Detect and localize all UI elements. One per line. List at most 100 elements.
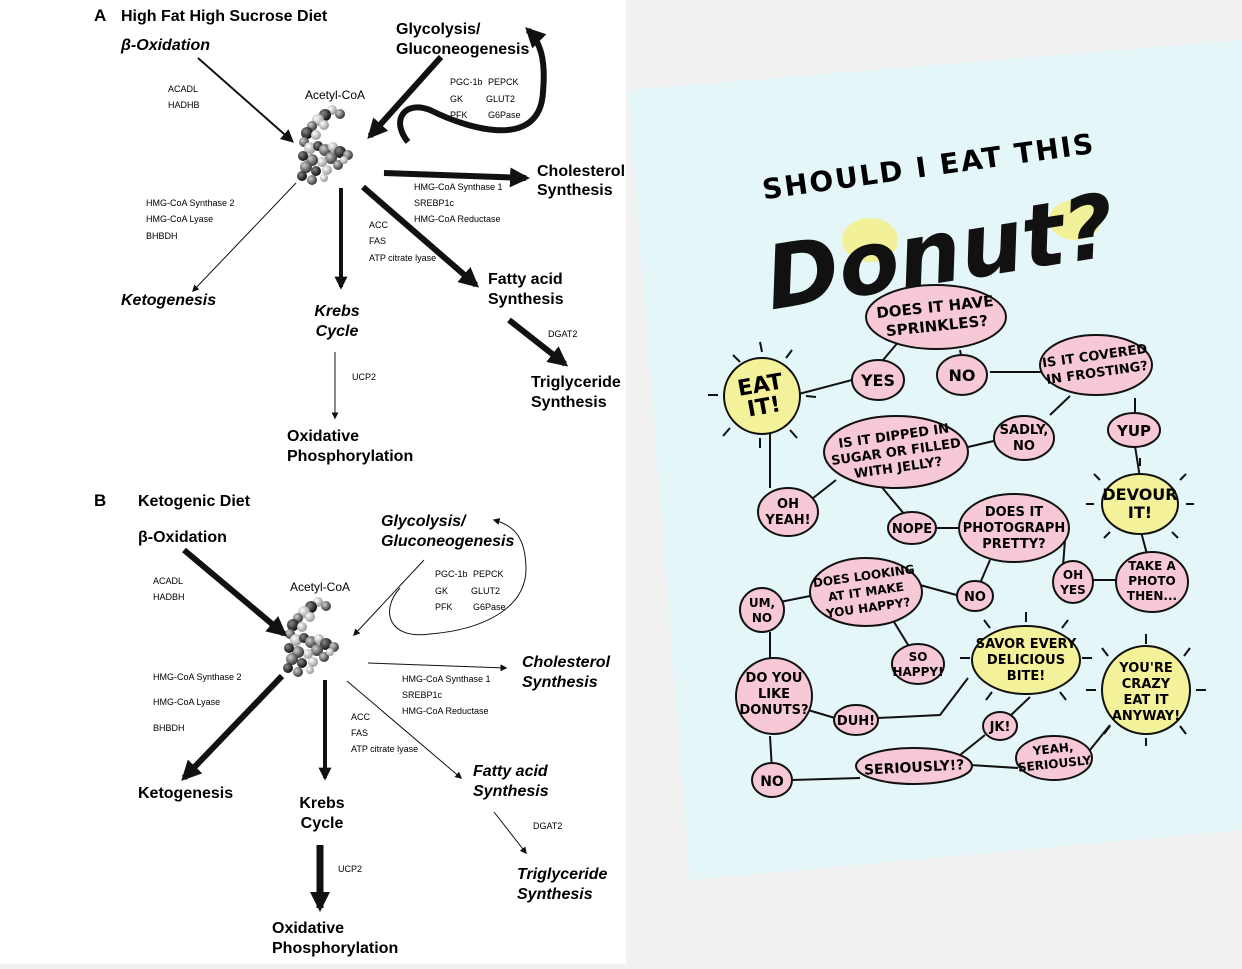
node-sprinkles xyxy=(865,284,1007,350)
flowchart-pink-nodes: DOES IT HAVE SPRINKLES? YES NO IS IT COV… xyxy=(735,284,1189,798)
node-savor-text: SAVOR EVERY xyxy=(976,637,1077,652)
node-crazy-text: CRAZY xyxy=(1122,677,1171,692)
node-take-photo xyxy=(1115,551,1189,613)
a-ucp2-gene: UCP2 xyxy=(352,372,376,382)
b-oxphos-label: Phosphorylation xyxy=(272,940,398,957)
node-yes xyxy=(851,359,905,401)
a-arrow-triglyceride xyxy=(507,317,569,367)
node-seriously-q xyxy=(855,747,973,785)
node-yup xyxy=(1107,412,1161,448)
b-beta-gene: HADBH xyxy=(153,592,185,602)
node-no-mid xyxy=(956,580,994,612)
panel-a-letter: A xyxy=(94,6,106,25)
b-acetyl-coa-label: Acetyl-CoA xyxy=(290,580,350,594)
b-triglyceride-label: Synthesis xyxy=(517,886,593,903)
a-cholesterol-label: Cholesterol xyxy=(537,163,625,180)
node-no-top-text: NO xyxy=(949,366,976,385)
b-krebs-label: Krebs xyxy=(299,795,344,812)
a-glyco-gene: PGC-1b xyxy=(450,77,483,87)
a-triglyceride-label: Triglyceride xyxy=(531,374,621,391)
node-crazy-text: YOU'RE xyxy=(1118,661,1172,676)
node-looking xyxy=(809,557,923,627)
a-glycolysis-label: Glycolysis/ xyxy=(396,21,481,38)
node-jk xyxy=(982,711,1018,741)
node-photograph-text: PHOTOGRAPH xyxy=(963,521,1066,536)
node-oh-yes-text: OH xyxy=(1063,568,1083,582)
node-nope-text: NOPE xyxy=(892,522,932,537)
panel-b-title: Ketogenic Diet xyxy=(138,493,251,510)
b-fa-gene: ATP citrate lyase xyxy=(351,744,418,754)
b-keto-gene: HMG-CoA Lyase xyxy=(153,697,220,707)
node-like-donuts-text: DO YOU xyxy=(746,671,803,686)
a-oxphos-label: Phosphorylation xyxy=(287,448,413,465)
node-devour-text: IT! xyxy=(1128,503,1152,522)
eat-it-rays xyxy=(708,341,817,448)
b-cholesterol-label: Synthesis xyxy=(522,674,598,691)
node-crazy xyxy=(1101,645,1191,735)
node-so-happy-text: SO xyxy=(909,650,928,664)
b-glycolysis-label: Glycolysis/ xyxy=(381,513,467,530)
a-arrow-beta-oxidation xyxy=(197,57,294,143)
node-um-no-text: NO xyxy=(752,611,772,625)
b-arrow-glycolysis xyxy=(353,559,425,637)
b-fa-gene: FAS xyxy=(351,728,368,738)
node-no-mid-text: NO xyxy=(964,590,986,605)
node-photograph-text: PRETTY? xyxy=(982,537,1045,552)
b-arrow-fatty-acid xyxy=(346,680,463,779)
node-oh-yes-text: YES xyxy=(1059,583,1086,597)
node-oh-yeah-text: OH xyxy=(777,497,799,512)
a-glyco-gene: GK xyxy=(450,94,463,104)
node-oh-yeah-text: YEAH! xyxy=(764,513,810,528)
a-fa-gene: FAS xyxy=(369,236,386,246)
node-crazy-text: EAT IT xyxy=(1123,693,1168,708)
b-glyco-gene: GLUT2 xyxy=(471,586,500,596)
a-chol-gene: SREBP1c xyxy=(414,198,455,208)
title-highlight xyxy=(1049,200,1101,240)
a-glyco-gene: PFK xyxy=(450,110,468,120)
devour-rays xyxy=(1086,458,1194,539)
node-take-photo-text: THEN... xyxy=(1127,589,1177,603)
b-fa-gene: ACC xyxy=(351,712,371,722)
node-eat-it-text: IT! xyxy=(745,392,782,422)
b-glyco-gene: PEPCK xyxy=(473,569,504,579)
node-jk-text: JK! xyxy=(989,720,1011,735)
a-krebs-label: Krebs xyxy=(314,303,359,320)
node-photograph xyxy=(958,493,1070,563)
node-yeah-seriously xyxy=(1015,735,1093,781)
a-keto-gene: HMG-CoA Lyase xyxy=(146,214,213,224)
b-glycolysis-label: Gluconeogenesis xyxy=(381,533,514,550)
b-chol-gene: HMG-CoA Synthase 1 xyxy=(402,674,491,684)
b-triglyceride-label: Triglyceride xyxy=(517,866,608,883)
a-dgat2-gene: DGAT2 xyxy=(548,329,577,339)
b-arrow-gluconeogenesis-loop xyxy=(389,518,527,636)
a-ketogenesis-label: Ketogenesis xyxy=(121,292,216,309)
b-arrow-triglyceride xyxy=(493,811,527,855)
node-devour xyxy=(1101,473,1179,535)
b-krebs-label: Cycle xyxy=(301,815,344,832)
b-glyco-gene: GK xyxy=(435,586,448,596)
a-cholesterol-label: Synthesis xyxy=(537,182,613,199)
b-arrow-beta-oxidation xyxy=(182,547,288,637)
a-acetyl-coa-label: Acetyl-CoA xyxy=(305,88,365,102)
savor-rays xyxy=(960,612,1092,701)
node-um-no-text: UM, xyxy=(749,596,775,610)
a-beta-gene: HADHB xyxy=(168,100,200,110)
a-arrow-ketogenesis xyxy=(192,182,297,293)
node-duh xyxy=(833,704,879,736)
node-nope xyxy=(887,511,937,545)
node-yup-text: YUP xyxy=(1116,422,1151,440)
node-seriously-q-text: SERIOUSLY!? xyxy=(864,757,965,778)
node-devour-text: DEVOUR xyxy=(1102,485,1177,504)
node-so-happy-text: HAPPY! xyxy=(892,665,943,679)
a-keto-gene: HMG-CoA Synthase 2 xyxy=(146,198,235,208)
b-beta-gene: ACADL xyxy=(153,576,183,586)
node-um-no xyxy=(739,587,785,633)
node-frosting xyxy=(1039,334,1153,396)
node-no-bottom-text: NO xyxy=(760,774,784,790)
a-beta-gene: ACADL xyxy=(168,84,198,94)
panel-b-letter: B xyxy=(94,491,106,510)
a-keto-gene: BHBDH xyxy=(146,231,178,241)
a-fa-gene: ACC xyxy=(369,220,389,230)
